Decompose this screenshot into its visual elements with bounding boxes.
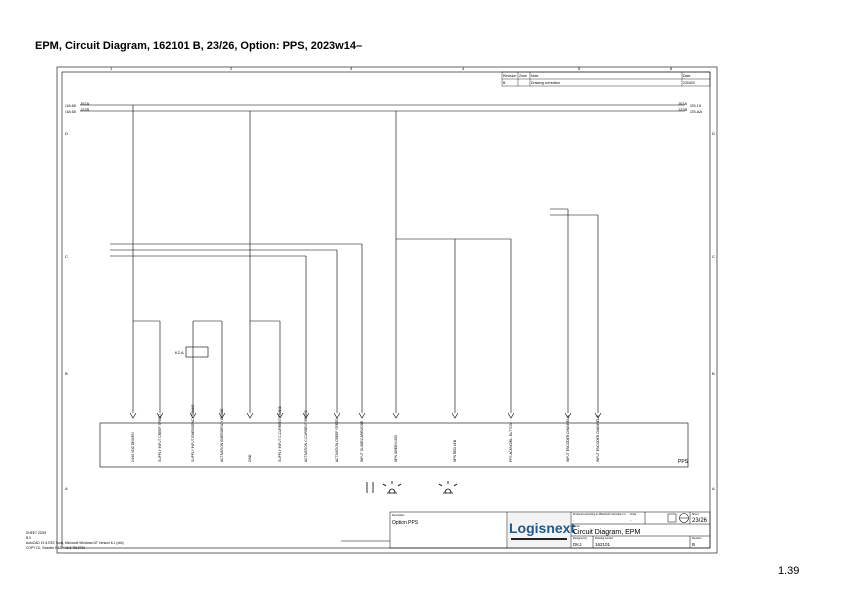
row-letter: B [65, 371, 68, 376]
row-letter: B [712, 371, 715, 376]
terminal-label: GND [248, 454, 252, 462]
drawing-number-label: Drawing number [595, 537, 614, 540]
revision-table [501, 71, 711, 87]
row-letter: C [712, 254, 715, 259]
sheet-label: Sheet [692, 513, 699, 516]
column-number: 4 [462, 66, 465, 71]
terminal-label: INPUT ENCODER CHANNEL B [596, 414, 600, 462]
row-letter: D [65, 131, 68, 136]
bus-ref: /25.AA [690, 109, 702, 114]
component-label: K2.A [175, 350, 184, 355]
terminal-labels: 24/48 VDC DRIVEN SUPPLY INPUT CREEP SPEED… [129, 404, 602, 462]
drawing-frame [56, 66, 718, 554]
terminal-label: NPN GREEN LED [394, 434, 398, 462]
warning-light-icons [366, 481, 458, 494]
column-number: 1 [110, 66, 113, 71]
bus-ref: /18.60 [65, 103, 77, 108]
description-value: Option PPS [392, 520, 419, 526]
drawing-name: Circuit Diagram, EPM [573, 529, 640, 536]
certification-icons [667, 513, 689, 523]
sheet-value: 23/26 [692, 518, 708, 524]
title-block [341, 511, 711, 549]
column-number: 5 [578, 66, 581, 71]
page-title: EPM, Circuit Diagram, 162101 B, 23/26, O… [35, 40, 363, 52]
bus-ref: /25.10 [690, 103, 702, 108]
column-number: 3 [350, 66, 353, 71]
terminal-connector [129, 412, 137, 419]
terminal-label: SUPPLY INPUT CREEP SPEED [158, 414, 162, 462]
bus-name: J02A [80, 101, 89, 106]
terminal-connector [451, 412, 459, 419]
revision-label: Revision [692, 537, 702, 540]
bus-name: J02A [678, 101, 687, 106]
terminal-label: NPN RED LED [453, 439, 457, 462]
drawing-number: 162101 [595, 542, 611, 547]
row-letter: D [712, 131, 715, 136]
scale-value: - [630, 517, 632, 522]
terminal-connector [392, 412, 400, 419]
terminal-connector [246, 412, 254, 419]
column-number: 2 [230, 66, 233, 71]
terminal-connector [218, 412, 226, 419]
revision-cell: B [503, 81, 506, 85]
row-letter: C [65, 254, 68, 259]
produced-label: Produced according to Mitsubishi instruc… [573, 513, 626, 516]
column-numbers: 1 2 3 4 5 6D D C C B B A A [65, 66, 715, 491]
logisnext-logo: Logisnext [509, 520, 575, 536]
bus-ref: /18.60 [65, 109, 77, 114]
terminal-label: INPUT GUIDE/CAREMODE [360, 420, 364, 462]
revision-cell: Drawing correction [531, 81, 560, 85]
revision-header: Date [683, 74, 690, 78]
designed-label: Designed by [573, 537, 588, 540]
terminal-connector [189, 412, 197, 419]
column-number: 6 [670, 66, 673, 71]
module-label: PPS [678, 459, 689, 465]
revision-header: Revision [503, 74, 516, 78]
terminal-connector [302, 412, 310, 419]
terminal-label: ACTIVATION EMERGENCY BRAKE [220, 408, 224, 462]
scale-label: Scale [630, 513, 637, 516]
terminal-label: INPUT ENCODER CHANNEL A [566, 414, 570, 462]
terminal-connector [564, 412, 572, 419]
note-line: B.0 [26, 536, 31, 540]
terminal-label: SUPPLY INPUT C.CURRENT BRAKE [278, 405, 282, 462]
revision-header: Note [531, 74, 538, 78]
wires [80, 104, 689, 468]
row-letter: A [65, 486, 68, 491]
bus-name: J22B [678, 107, 687, 112]
terminal-label: 24/48 VDC DRIVEN [131, 432, 135, 462]
row-letter: A [712, 486, 715, 491]
produced-value: - [573, 517, 575, 522]
terminal-label: ACTIVATION CREEP SPEED [335, 418, 339, 462]
description-label: Description [392, 514, 405, 517]
terminal-connector [156, 412, 164, 419]
terminal-connector [358, 412, 366, 419]
terminal-connector [594, 412, 602, 419]
bus-name: J22B [80, 107, 89, 112]
terminal-label: ACTIVATION C.CURRENT BRAKE [304, 410, 308, 462]
note-line: SHEET 23/26 [26, 531, 46, 535]
terminal-label: PPS ACKNOWL. BUTTON [509, 422, 513, 462]
revision-value: B [692, 542, 695, 547]
page-number: 1.39 [778, 565, 800, 577]
revision-header: Zone [519, 74, 527, 78]
terminal-label: SUPPLY INPUT EMERGENCY BRAKE [191, 404, 195, 462]
name-label: Name [573, 525, 580, 528]
revision-cell: 230403 [683, 81, 695, 85]
note-line: COPY DL. Sweden R&D +46 8 7519700 [26, 546, 85, 550]
note-line: AutoCAD 19 & E3S Tools, Microsoft Window… [26, 541, 124, 545]
terminal-connector [507, 412, 515, 419]
terminal-connector [333, 412, 341, 419]
designed-value: DKJ [573, 542, 582, 547]
terminal-connector [276, 412, 284, 419]
